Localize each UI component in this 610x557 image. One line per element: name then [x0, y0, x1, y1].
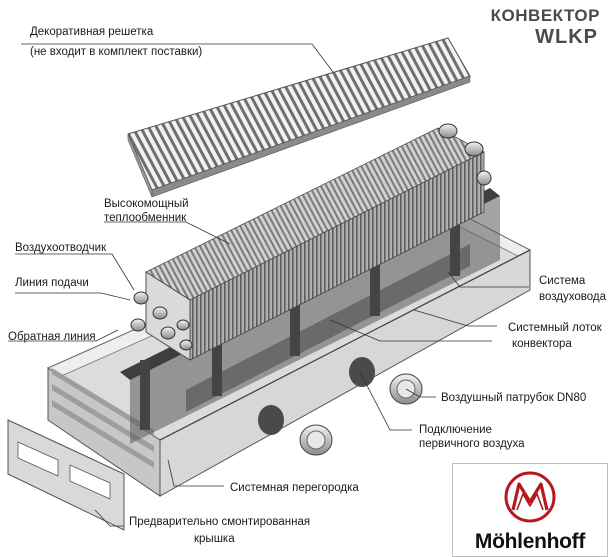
decorative-grille	[127, 37, 471, 198]
cover-label-line2: крышка	[194, 533, 235, 545]
brand-name: Möhlenhoff	[474, 530, 586, 553]
air-system-label-line1: Система	[539, 275, 586, 287]
product-model-label: WLKP	[535, 26, 598, 48]
heat-exchanger	[145, 127, 485, 361]
pipe-connections	[130, 123, 492, 351]
tray-label-line2: конвектора	[512, 338, 572, 350]
air-system-label-line2: воздуховода	[539, 291, 606, 303]
partition-label: Системная перегородка	[230, 482, 359, 494]
brand-logo: Möhlenhoff	[452, 463, 608, 557]
return-line-label: Обратная линия	[8, 331, 96, 343]
primary-air-label-line2: первичного воздуха	[419, 438, 525, 450]
exchanger-label-line1: Высокомощный	[104, 198, 189, 210]
primary-air-label-line1: Подключение	[419, 424, 492, 436]
cover-label-line1: Предварительно смонтированная	[129, 516, 311, 528]
exchanger-label-line2: теплообменник	[104, 212, 187, 224]
air-vent-label: Воздухоотводчик	[15, 242, 107, 254]
leader-lines	[8, 43, 529, 527]
brand-emblem-icon	[504, 471, 556, 523]
product-type-label: КОНВЕКТОР	[490, 6, 600, 25]
cover-plate	[7, 419, 125, 531]
tray-label-line1: Системный лоток	[508, 322, 602, 334]
grille-label-line2: (не входит в комплект поставки)	[30, 46, 203, 58]
air-pipe-label: Воздушный патрубок DN80	[441, 392, 587, 404]
supply-line-label: Линия подачи	[15, 277, 89, 289]
grille-label-line1: Декоративная решетка	[30, 26, 154, 38]
